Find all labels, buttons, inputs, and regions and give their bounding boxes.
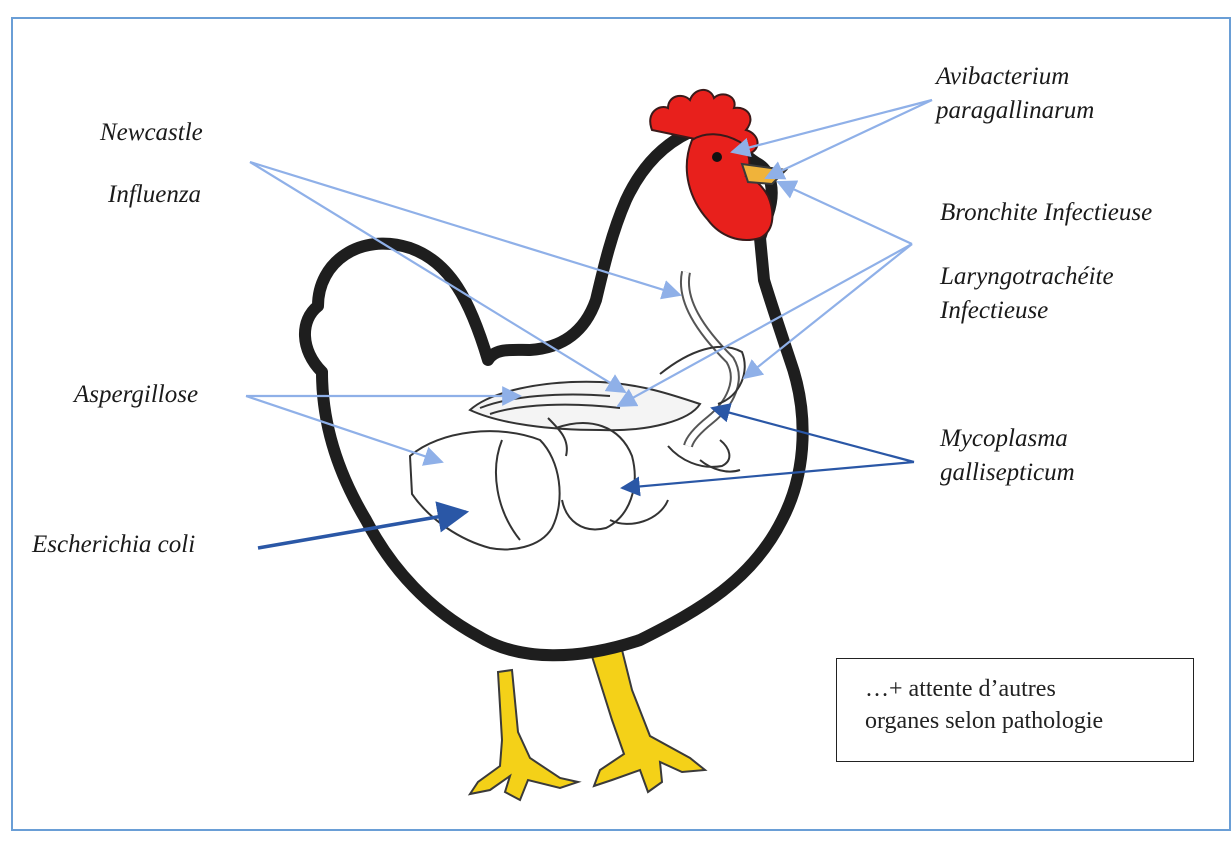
label-influenza: Influenza <box>108 180 201 210</box>
label-escherichia-coli: Escherichia coli <box>32 530 195 560</box>
label-laryngotracheite-line1: Laryngotrachéite <box>940 262 1114 292</box>
note-line1: …+ attente d’autres <box>865 673 1193 705</box>
chicken-beak <box>742 164 786 184</box>
chicken-legs <box>470 642 705 800</box>
note-line2: organes selon pathologie <box>865 705 1193 737</box>
note-box: …+ attente d’autres organes selon pathol… <box>836 658 1194 762</box>
label-mycoplasma-line1: Mycoplasma <box>940 424 1068 454</box>
label-mycoplasma-line2: gallisepticum <box>940 458 1075 488</box>
label-laryngotracheite-line2: Infectieuse <box>940 296 1048 326</box>
label-newcastle: Newcastle <box>100 118 203 148</box>
chicken-illustration <box>305 90 803 800</box>
label-bronchite: Bronchite Infectieuse <box>940 198 1152 228</box>
label-avibacterium-line1: Avibacterium <box>936 62 1069 92</box>
label-avibacterium-line2: paragallinarum <box>936 96 1094 126</box>
chicken-eye <box>712 152 722 162</box>
label-aspergillose: Aspergillose <box>74 380 198 410</box>
